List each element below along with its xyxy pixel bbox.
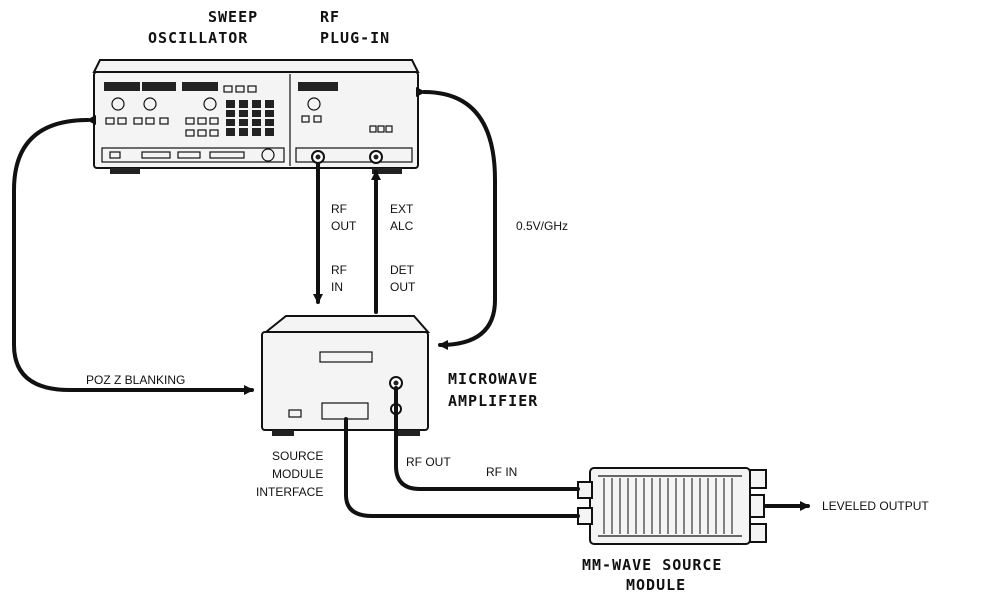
cable-source-module-interface xyxy=(344,417,580,518)
label-rf-out-line1: RF xyxy=(331,202,347,216)
cable-poz-z-blanking xyxy=(12,114,254,395)
title-mmwave-source: MM-WAVE SOURCE xyxy=(582,556,722,574)
label-det-out-line1: DET xyxy=(390,263,415,277)
cable-0.5v-per-ghz xyxy=(415,86,497,350)
label-det-out-line2: OUT xyxy=(390,280,416,294)
label-leveled-output: LEVELED OUTPUT xyxy=(822,499,929,513)
label-ext-alc-line2: ALC xyxy=(390,219,414,233)
title-microwave: MICROWAVE xyxy=(448,370,538,388)
label-rf-in-module: RF IN xyxy=(486,465,517,479)
label-source-module-interface-line2: MODULE xyxy=(272,467,323,481)
label-source-module-interface-line3: INTERFACE xyxy=(256,485,323,499)
cable-rf-out-to-module-rf-in xyxy=(394,386,580,491)
label-poz-z-blanking: POZ Z BLANKING xyxy=(86,373,185,387)
title-amplifier: AMPLIFIER xyxy=(448,392,538,410)
title-rf: RF xyxy=(320,8,340,26)
label-rf-out-amplifier: RF OUT xyxy=(406,455,451,469)
title-plugin: PLUG-IN xyxy=(320,29,390,47)
title-sweep: SWEEP xyxy=(208,8,258,26)
label-volt-per-ghz: 0.5V/GHz xyxy=(516,219,568,233)
mm-wave-source-module xyxy=(577,467,767,545)
label-source-module-interface-line1: SOURCE xyxy=(272,449,323,463)
label-rf-out-line2: OUT xyxy=(331,219,357,233)
title-module: MODULE xyxy=(626,576,686,594)
sweep-oscillator-instrument xyxy=(92,59,420,174)
label-ext-alc-line1: EXT xyxy=(390,202,414,216)
label-rf-in-line1: RF xyxy=(331,263,347,277)
label-rf-in-line2: IN xyxy=(331,280,343,294)
title-oscillator: OSCILLATOR xyxy=(148,29,248,47)
